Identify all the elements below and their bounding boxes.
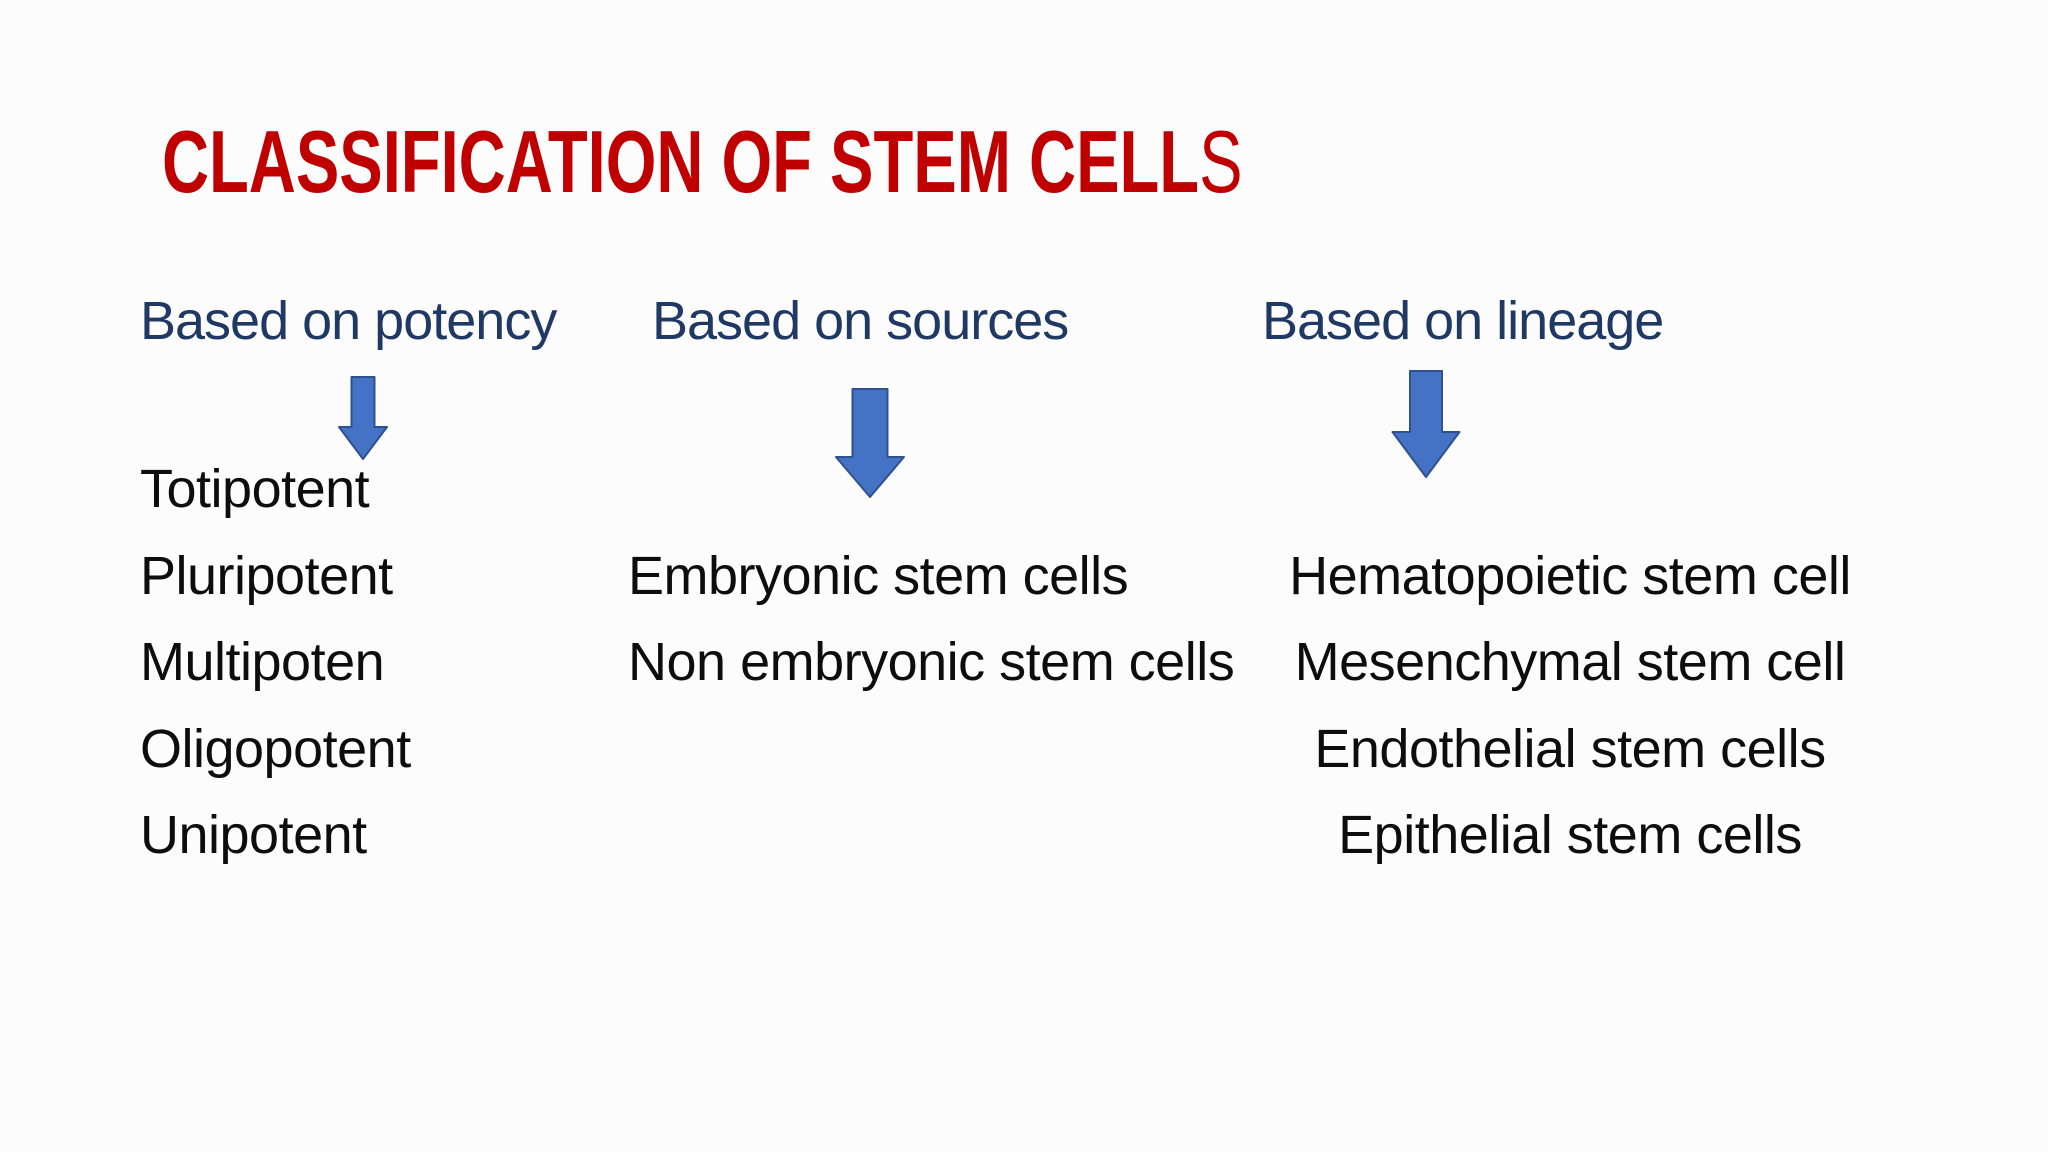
list-item-totipotent: Totipotent <box>140 459 370 519</box>
down-arrow-icon <box>835 388 905 498</box>
list-item-oligopotent: Oligopotent <box>140 719 411 779</box>
list-item-unipotent: Unipotent <box>140 805 367 865</box>
column-header-potency: Based on potency <box>140 291 557 351</box>
list-item-non-embryonic-stem-cells: Non embryonic stem cells <box>628 632 1235 692</box>
down-arrow-icon <box>338 376 388 460</box>
list-item-epithelial-stem-cells: Epithelial stem cells <box>1338 805 1802 865</box>
list-item-endothelial-stem-cells: Endothelial stem cells <box>1314 719 1826 779</box>
slide-title-suffix: S <box>1199 112 1243 211</box>
list-item-hematopoietic-stem-cell: Hematopoietic stem cell <box>1289 546 1851 606</box>
column-header-sources: Based on sources <box>652 291 1069 351</box>
list-item-mesenchymal-stem-cell: Mesenchymal stem cell <box>1294 632 1846 692</box>
list-item-pluripotent: Pluripotent <box>140 546 393 606</box>
down-arrow-icon <box>1391 370 1461 478</box>
list-item-multipoten: Multipoten <box>140 632 385 692</box>
slide-title-main: CLASSIFICATION OF STEM CELL <box>162 112 1200 211</box>
list-item-embryonic-stem-cells: Embryonic stem cells <box>628 546 1129 606</box>
slide-title: CLASSIFICATION OF STEM CELLS <box>162 118 1243 206</box>
column-header-lineage: Based on lineage <box>1262 291 1664 351</box>
